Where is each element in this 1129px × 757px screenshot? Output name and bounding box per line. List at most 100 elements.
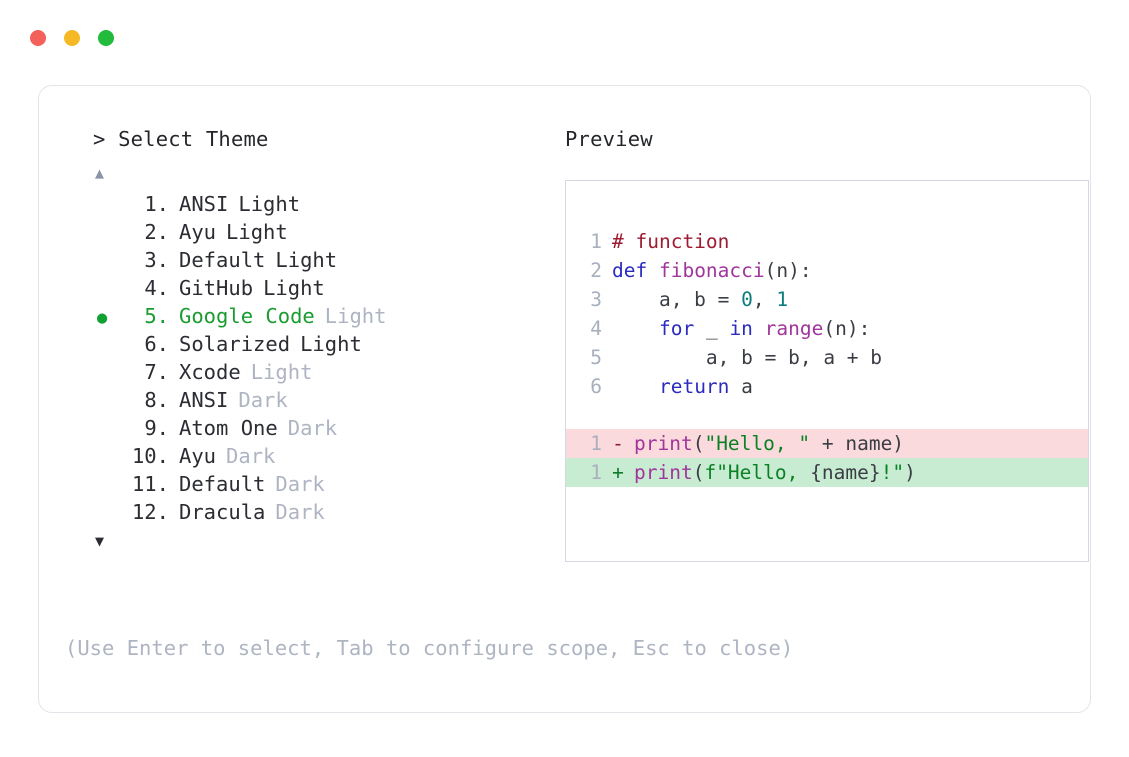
code-token: {name}	[810, 461, 881, 484]
code-token: fibonacci	[658, 259, 765, 282]
theme-variant: Dark	[275, 500, 325, 524]
theme-list-item[interactable]: 4. GitHub Light	[93, 274, 573, 302]
theme-name: Google Code	[179, 304, 315, 328]
code-token	[753, 314, 765, 343]
line-number: 1	[590, 230, 602, 253]
code-token: a, b =	[612, 288, 742, 311]
maximize-icon[interactable]	[98, 30, 114, 46]
theme-variant: Light	[300, 332, 362, 356]
code-line: 6 return a	[566, 372, 1088, 401]
code-token: _	[694, 317, 730, 340]
code-token: 1	[776, 288, 789, 311]
diff-line-content: 1+print(f"Hello, {name}!")	[566, 458, 1088, 487]
code-token: "Hello, "	[704, 432, 811, 455]
code-token: in	[729, 317, 753, 340]
theme-name: ANSI	[179, 388, 229, 412]
code-token: print	[634, 461, 693, 484]
code-token: a, b = b, a + b	[612, 346, 883, 369]
code-spacer	[566, 401, 1088, 429]
code-line: 1 # function	[566, 227, 1088, 256]
scroll-up-icon[interactable]: ▲	[95, 164, 105, 182]
theme-list-item[interactable]: 12. Dracula Dark	[93, 498, 573, 526]
theme-name: Ayu	[179, 220, 217, 244]
code-line: 3 a, b = 0, 1	[566, 285, 1088, 314]
code-line: 5 a, b = b, a + b	[566, 343, 1088, 372]
theme-list-item[interactable]: 9. Atom One Dark	[93, 414, 573, 442]
window-controls	[30, 30, 114, 46]
minimize-icon[interactable]	[64, 30, 80, 46]
scroll-down-icon[interactable]: ▼	[95, 532, 105, 550]
bullet-placeholder	[93, 192, 123, 220]
code-token: a	[729, 375, 753, 398]
theme-name: Default	[179, 472, 266, 496]
theme-index: 4.	[144, 276, 169, 300]
theme-name: Xcode	[179, 360, 241, 384]
line-number: 5	[590, 346, 602, 369]
bullet-placeholder	[93, 500, 123, 528]
bullet-placeholder	[93, 472, 123, 500]
code-token: def	[612, 259, 659, 282]
bullet-placeholder	[93, 444, 123, 472]
code-token: + name)	[810, 432, 905, 455]
bullet-placeholder	[93, 388, 123, 416]
code-body: 1 # function 2 def fibonacci(n): 3 a, b = 0,…	[566, 227, 1088, 487]
preview-header: Preview	[565, 127, 653, 151]
theme-index: 8.	[144, 388, 169, 412]
code-token: print	[634, 432, 693, 455]
code-token: (n):	[764, 259, 812, 282]
theme-variant: Light	[250, 360, 313, 384]
theme-variant: Dark	[287, 416, 338, 440]
theme-variant: Light	[238, 192, 301, 216]
bullet-placeholder	[93, 220, 123, 248]
theme-name: GitHub	[179, 276, 254, 300]
theme-list-item[interactable]: 7. Xcode Light	[93, 358, 573, 386]
code-token: return	[658, 375, 730, 398]
code-token: )	[904, 461, 916, 484]
theme-index: 3.	[144, 248, 169, 272]
theme-index: 2.	[144, 220, 169, 244]
theme-index: 11.	[131, 472, 169, 496]
line-number: 6	[590, 375, 602, 398]
code-line: 4 for _ in range(n):	[566, 314, 1088, 343]
theme-index: 5.	[144, 304, 169, 328]
code-token: # function	[612, 230, 730, 253]
diff-plus-sign: +	[612, 461, 624, 484]
diff-minus-sign: -	[612, 432, 624, 455]
code-token	[612, 372, 659, 401]
close-icon[interactable]	[30, 30, 46, 46]
theme-list-item[interactable]: 2. Ayu Light	[93, 218, 573, 246]
code-token	[612, 314, 659, 343]
bullet-placeholder	[93, 416, 123, 444]
bullet-placeholder	[93, 360, 123, 388]
theme-index: 7.	[144, 360, 169, 384]
theme-variant: Light	[263, 276, 325, 300]
theme-variant: Light	[275, 248, 338, 272]
theme-index: 12.	[131, 500, 169, 524]
preview-panel: Preview 1 # function 2 def fibonacci(n): 3 a…	[565, 124, 1095, 562]
theme-name: Solarized	[179, 332, 291, 356]
theme-variant: Light	[226, 220, 288, 244]
code-line: 2 def fibonacci(n):	[566, 256, 1088, 285]
theme-name: Default	[179, 248, 266, 272]
theme-index: 9.	[144, 416, 169, 440]
theme-list-item[interactable]: 3. Default Light	[93, 246, 573, 274]
line-number: 1	[590, 432, 602, 455]
line-number: 2	[590, 259, 602, 282]
theme-index: 10.	[131, 444, 169, 468]
theme-name: Atom One	[179, 416, 278, 440]
bullet-placeholder	[93, 276, 123, 304]
theme-name: Dracula	[179, 500, 266, 524]
theme-variant: Light	[324, 304, 387, 328]
keyboard-hint: (Use Enter to select, Tab to configure s…	[65, 636, 794, 660]
code-preview-box: 1 # function 2 def fibonacci(n): 3 a, b = 0,…	[565, 180, 1089, 562]
